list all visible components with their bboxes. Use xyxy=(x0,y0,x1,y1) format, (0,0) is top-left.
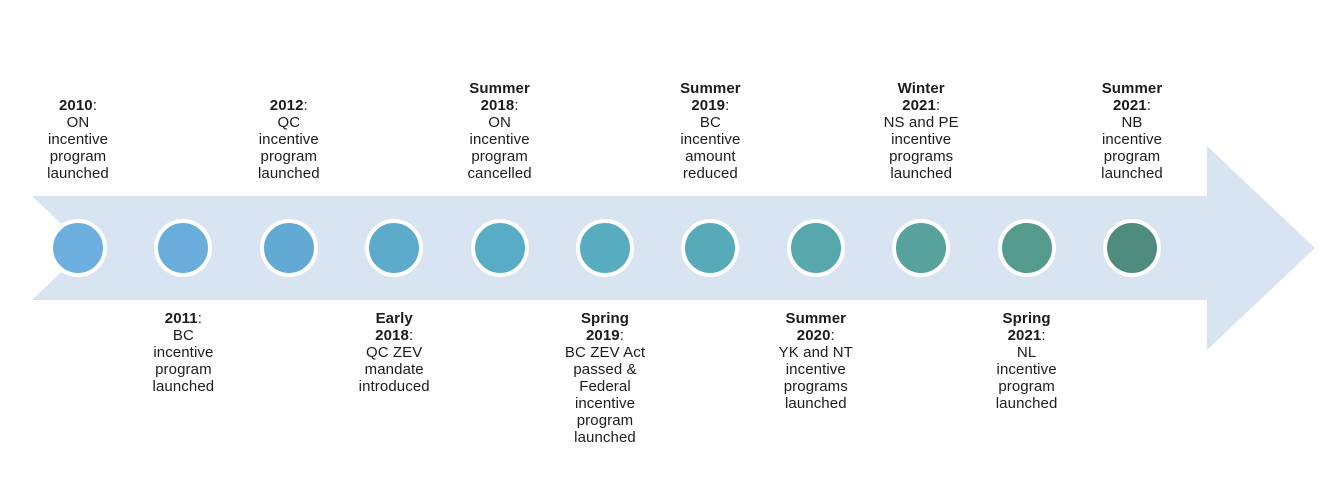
timeline-dot xyxy=(681,219,740,277)
event-description: YK and NT incentive programs launched xyxy=(778,344,853,412)
event-colon: : xyxy=(1041,327,1046,344)
event-label: Summer 2021: NB incentive program launch… xyxy=(1076,80,1188,182)
event-period: Summer 2018 xyxy=(469,80,530,114)
event-description: BC ZEV Act passed & Federal incentive pr… xyxy=(564,344,646,446)
event-description: NL incentive program launched xyxy=(995,344,1058,412)
event-description: ON incentive program cancelled xyxy=(467,114,532,182)
timeline-dot xyxy=(49,219,107,277)
event-colon: : xyxy=(197,310,202,327)
event-period: Early 2018 xyxy=(375,310,413,344)
event-label: Spring 2021: NL incentive program launch… xyxy=(971,310,1083,412)
event-label: 2011: BC incentive program launched xyxy=(127,310,239,395)
event-period: Summer 2019 xyxy=(680,80,741,114)
timeline-dot xyxy=(470,219,529,277)
event-label: 2012: QC incentive program launched xyxy=(233,97,345,182)
event-label: Winter 2021: NS and PE incentive program… xyxy=(865,80,977,182)
event-period: 2010 xyxy=(58,97,93,114)
timeline-dot xyxy=(786,219,845,277)
event-description: QC incentive program launched xyxy=(257,114,320,182)
event-colon: : xyxy=(514,97,519,114)
event-description: NS and PE incentive programs launched xyxy=(883,114,959,182)
event-label: Summer 2018: ON incentive program cancel… xyxy=(444,80,556,182)
timeline-dot xyxy=(997,219,1056,277)
arrow-shape xyxy=(32,146,1315,350)
event-description: BC incentive program launched xyxy=(152,327,215,395)
event-period: 2011 xyxy=(164,310,198,327)
event-colon: : xyxy=(1146,97,1152,114)
event-colon: : xyxy=(92,97,98,114)
timeline-dot xyxy=(154,219,213,277)
event-label: Early 2018: QC ZEV mandate introduced xyxy=(338,310,450,395)
event-period: Winter 2021 xyxy=(897,80,945,114)
event-label: Summer 2020: YK and NT incentive program… xyxy=(760,310,872,412)
event-period: Spring 2019 xyxy=(580,310,630,344)
event-period: Summer 2020 xyxy=(785,310,847,344)
timeline-dot xyxy=(365,219,424,277)
event-label: Summer 2019: BC incentive amount reduced xyxy=(654,80,766,182)
event-description: BC incentive amount reduced xyxy=(680,114,741,182)
event-description: ON incentive program launched xyxy=(47,114,109,182)
event-colon: : xyxy=(408,327,414,344)
timeline-dot xyxy=(892,219,951,277)
event-colon: : xyxy=(830,327,835,344)
event-colon: : xyxy=(725,97,730,114)
event-period: Summer 2021 xyxy=(1101,80,1163,114)
event-colon: : xyxy=(935,97,941,114)
event-label: 2010: ON incentive program launched xyxy=(22,97,134,182)
event-description: QC ZEV mandate introduced xyxy=(358,344,430,395)
timeline-dot xyxy=(259,219,318,277)
event-colon: : xyxy=(303,97,308,114)
event-description: NB incentive program launched xyxy=(1101,114,1163,182)
timeline-dot xyxy=(576,219,634,277)
timeline-dot xyxy=(1103,219,1161,277)
event-label: Spring 2019: BC ZEV Act passed & Federal… xyxy=(549,310,661,446)
event-colon: : xyxy=(619,327,625,344)
event-period: 2012 xyxy=(269,97,304,114)
event-period: Spring 2021 xyxy=(1002,310,1051,344)
